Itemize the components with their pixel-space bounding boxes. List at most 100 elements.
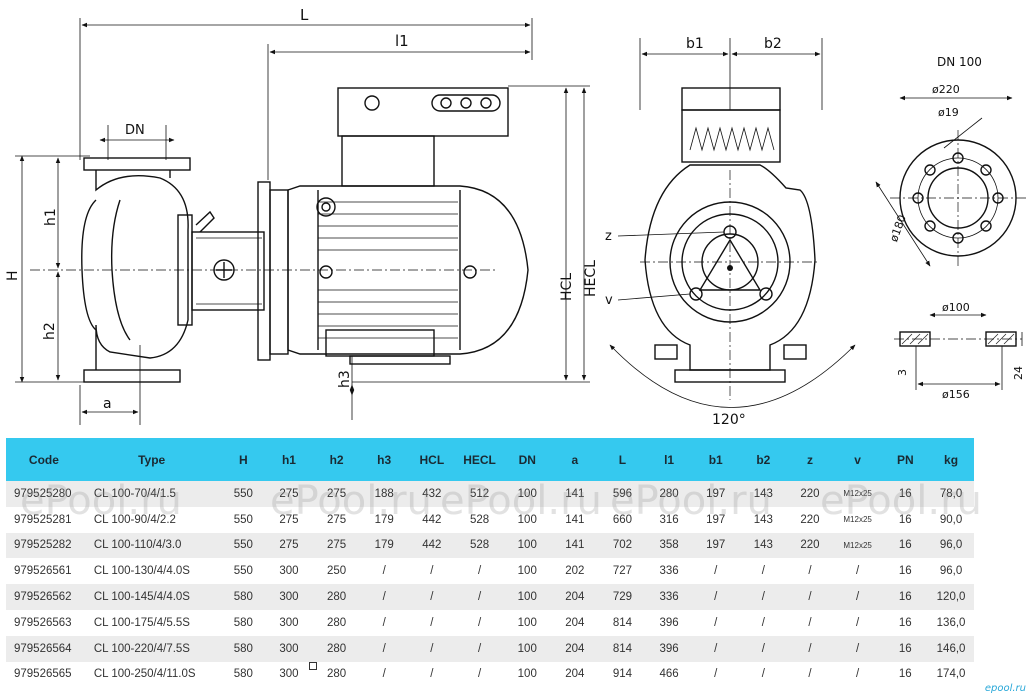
table-cell: 204 — [551, 609, 599, 636]
table-cell: 979526562 — [6, 584, 82, 610]
table-cell: 336 — [646, 558, 692, 585]
table-cell: 100 — [503, 558, 552, 585]
table-cell: 220 — [787, 532, 833, 559]
table-cell: / — [691, 558, 740, 585]
table-cell: 100 — [503, 635, 552, 662]
table-cell: 580 — [221, 609, 266, 636]
table-cell: 528 — [455, 532, 504, 559]
table-cell: / — [739, 558, 788, 585]
table-cell: 275 — [265, 506, 313, 533]
table-cell: 275 — [265, 481, 313, 507]
selection-marker — [309, 662, 317, 670]
table-cell: / — [739, 609, 788, 636]
table-cell: 174,0 — [928, 661, 974, 688]
specs-table: Code Type H h1 h2 h3 HCL HECL DN a L l1 … — [6, 438, 974, 688]
col-header: H — [221, 438, 266, 481]
table-cell: 396 — [646, 609, 692, 636]
table-cell: / — [691, 635, 740, 662]
table-cell: / — [360, 609, 408, 636]
table-cell: 979526564 — [6, 635, 82, 662]
table-cell: 336 — [646, 584, 692, 610]
table-cell: CL 100-145/4/4.0S — [81, 584, 222, 610]
table-cell: / — [787, 635, 833, 662]
table-cell: 143 — [739, 532, 788, 559]
brand-logo: epool.ru — [984, 683, 1026, 694]
table-cell: 550 — [221, 532, 266, 559]
table-cell: 550 — [221, 558, 266, 585]
table-cell: / — [787, 609, 833, 636]
table-cell: 16 — [882, 506, 929, 533]
flange-d19: ø19 — [938, 106, 959, 119]
technical-drawing: L l1 DN H h1 h2 a — [5, 6, 1026, 428]
table-cell: 96,0 — [928, 532, 974, 559]
table-cell: 979525282 — [6, 532, 82, 559]
table-cell: 143 — [739, 506, 788, 533]
dim-label-h3: h3 — [337, 370, 353, 388]
table-cell: 143 — [739, 481, 788, 507]
table-cell: CL 100-175/4/5.5S — [81, 609, 222, 636]
table-cell: 179 — [360, 532, 408, 559]
table-cell: / — [787, 558, 833, 585]
table-cell: 275 — [312, 532, 361, 559]
table-cell: 316 — [646, 506, 692, 533]
table-cell: 120,0 — [928, 584, 974, 610]
table-cell: 358 — [646, 532, 692, 559]
table-cell: 528 — [455, 506, 504, 533]
table-cell: 280 — [646, 481, 692, 507]
table-cell: 275 — [312, 506, 361, 533]
flange-h3: 3 — [896, 369, 909, 376]
table-cell: CL 100-130/4/4.0S — [81, 558, 222, 585]
table-cell: 596 — [598, 481, 647, 507]
col-header: l1 — [646, 438, 692, 481]
flange-d220: ø220 — [932, 83, 960, 96]
table-cell: 188 — [360, 481, 408, 507]
col-header: h1 — [265, 438, 313, 481]
table-cell: / — [691, 609, 740, 636]
table-cell: 660 — [598, 506, 647, 533]
table-cell: 300 — [265, 661, 313, 688]
table-cell: / — [691, 584, 740, 610]
table-cell: 979525281 — [6, 506, 82, 533]
table-cell: / — [407, 661, 456, 688]
table-cell: 141 — [551, 532, 599, 559]
table-cell: / — [455, 635, 504, 662]
table-cell: / — [360, 661, 408, 688]
table-cell: 979525280 — [6, 481, 82, 507]
table-cell: 580 — [221, 635, 266, 662]
table-cell: / — [787, 584, 833, 610]
flange-d156: ø156 — [942, 388, 970, 401]
col-header: b2 — [739, 438, 788, 481]
table-cell: 100 — [503, 532, 552, 559]
table-header-row: Code Type H h1 h2 h3 HCL HECL DN a L l1 … — [6, 438, 974, 481]
table-cell: / — [832, 584, 883, 610]
table-cell: / — [360, 558, 408, 585]
table-cell: 442 — [407, 506, 456, 533]
flange-detail: DN 100 ø220 ø19 ø180 ø100 — [875, 55, 1026, 401]
table-cell: 275 — [265, 532, 313, 559]
table-cell: 90,0 — [928, 506, 974, 533]
table-cell: 729 — [598, 584, 647, 610]
table-cell: 580 — [221, 584, 266, 610]
col-header: DN — [503, 438, 552, 481]
table-cell: / — [455, 584, 504, 610]
table-cell: 204 — [551, 635, 599, 662]
table-cell: 814 — [598, 635, 647, 662]
table-cell: 300 — [265, 558, 313, 585]
table-cell: / — [691, 661, 740, 688]
table-cell: 100 — [503, 506, 552, 533]
dim-label-a: a — [103, 396, 112, 412]
table-cell: 979526563 — [6, 609, 82, 636]
table-cell: CL 100-250/4/11.0S — [81, 661, 222, 688]
table-cell: M12x25 — [832, 481, 883, 507]
dim-label-h2: h2 — [42, 322, 58, 340]
angle-label: 120° — [712, 412, 746, 428]
table-cell: 197 — [691, 532, 740, 559]
table-cell: 275 — [312, 481, 361, 507]
table-cell: 432 — [407, 481, 456, 507]
table-cell: 220 — [787, 481, 833, 507]
